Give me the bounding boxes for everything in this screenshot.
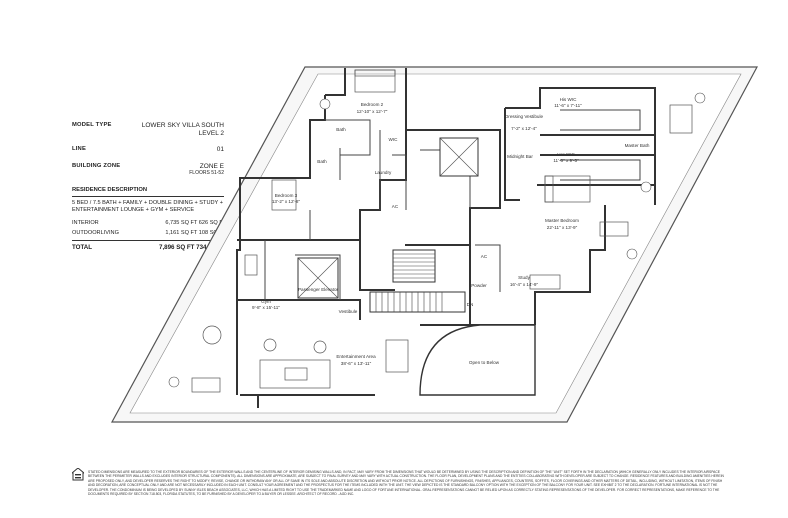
terrace-line [129,73,742,414]
vestibule-label: Vestibule [339,309,358,314]
her-wic-label: Her WIC [557,152,575,157]
zone-floors: FLOORS 51-52 [189,170,224,176]
service-elevator [439,137,479,177]
treadmill [244,254,258,276]
area-value: 6,735 SQ FT 626 SQ M [165,219,224,226]
study-dim: 16'-4" x 14'-9" [510,282,539,287]
study-desk [529,274,561,290]
tub [669,104,693,134]
planters [168,92,706,388]
furniture [191,69,693,393]
model-type-line1: LOWER SKY VILLA SOUTH [141,122,224,129]
residence-heading: RESIDENCE DESCRIPTION [72,186,148,193]
bedroom3-label: Bedroom 3 [275,193,298,198]
dn-label: DN [467,302,474,307]
study-label: Study [518,275,530,280]
ac-b-label: AC [481,254,488,259]
entertainment-dim: 38'-6" x 13'-11" [341,361,372,366]
dining-table [202,325,222,345]
elevator-label: Passenger Elevator [298,287,339,292]
bedroom3-dim: 13'-2" x 12'-8" [272,199,301,204]
his-wic-label: His WIC [560,97,578,102]
gym-dim: 9'-8" x 15'-11" [252,305,280,310]
gym-label: Gym [261,299,271,304]
entertainment-label: Entertainment Area [336,354,376,359]
chair [263,338,277,352]
zone-name: ZONE E [199,162,224,170]
ac-a-label: AC [392,204,399,209]
bath-b-label: Bath [317,159,327,164]
area-row-interior: INTERIOR 6,735 SQ FT 626 SQ M [72,218,224,228]
dressing-dim: 7'-2" x 12'-4" [511,126,537,131]
laundry-label: Laundry [375,170,392,175]
legal-disclaimer: Stated dimensions are measured to the ex… [88,470,724,497]
staircase [369,249,466,313]
midnight-label: Midnight Bar [507,154,533,159]
side-table [313,340,327,354]
open-to-below-void [419,324,536,396]
gym-bench [191,377,221,393]
zone-row: BUILDING ZONE ZONE E FLOORS 51-52 [72,163,224,178]
residence-info-panel: MODEL TYPE LOWER SKY VILLA SOUTH LEVEL 2… [72,122,224,253]
powder-label: Powder [471,283,487,288]
area-value: 1,161 SQ FT 108 SQ M [165,229,224,236]
bath-a-label: Bath [336,127,346,132]
his-wic-dim: 11'-6" x 7'-11" [554,103,582,108]
elevator-shaft [297,257,339,299]
area-row-outdoor: OUTDOORLIVING 1,161 SQ FT 108 SQ M [72,228,224,238]
open-below-label: Open to Below [469,360,500,365]
area-row-total: TOTAL 7,896 SQ FT 734 SQ M [72,239,224,253]
model-type-row: MODEL TYPE LOWER SKY VILLA SOUTH LEVEL 2 [72,122,224,137]
line-row: LINE 01 [72,146,224,154]
divider [72,195,224,197]
master-bath-label: Master Bath [625,143,650,148]
pool-table [385,339,409,373]
wic-label: WIC [389,137,399,142]
master-bed-label: Master Bedroom [545,218,579,223]
total-value: 7,896 SQ FT 734 SQ M [159,243,224,251]
bedroom2-label: Bedroom 2 [361,102,384,107]
residence-description: 5 BED / 7.5 BATH + FAMILY + DOUBLE DININ… [72,199,223,213]
model-type-label: MODEL TYPE [72,122,112,128]
line-label: LINE [72,146,87,152]
lounge-chaise [599,221,629,237]
bedroom2-dim: 12'-10" x 12'-7" [357,109,388,114]
minor-walls [264,109,641,300]
bed-3 [271,179,297,211]
master-bed-dim: 22'-11" x 13'-9" [547,225,578,230]
model-type-value: LOWER SKY VILLA SOUTH LEVEL 2 [142,122,224,137]
zone-label: BUILDING ZONE [72,162,121,169]
total-label: TOTAL [72,243,93,251]
zone-value: ZONE E FLOORS 51-52 [189,163,224,178]
area-label: OUTDOORLIVING [72,229,119,236]
line-value: 01 [216,146,224,153]
model-type-line2: LEVEL 2 [198,129,224,137]
her-wic-dim: 11'-6" x 9'-5" [553,158,579,163]
area-label: INTERIOR [72,219,99,226]
room-labels: Bedroom 2 12'-10" x 12'-7" Bath WIC Bath… [252,97,650,366]
equal-housing-icon [72,468,84,481]
dressing-label: Dressing Vestibule [505,114,543,119]
sofa [259,359,331,389]
